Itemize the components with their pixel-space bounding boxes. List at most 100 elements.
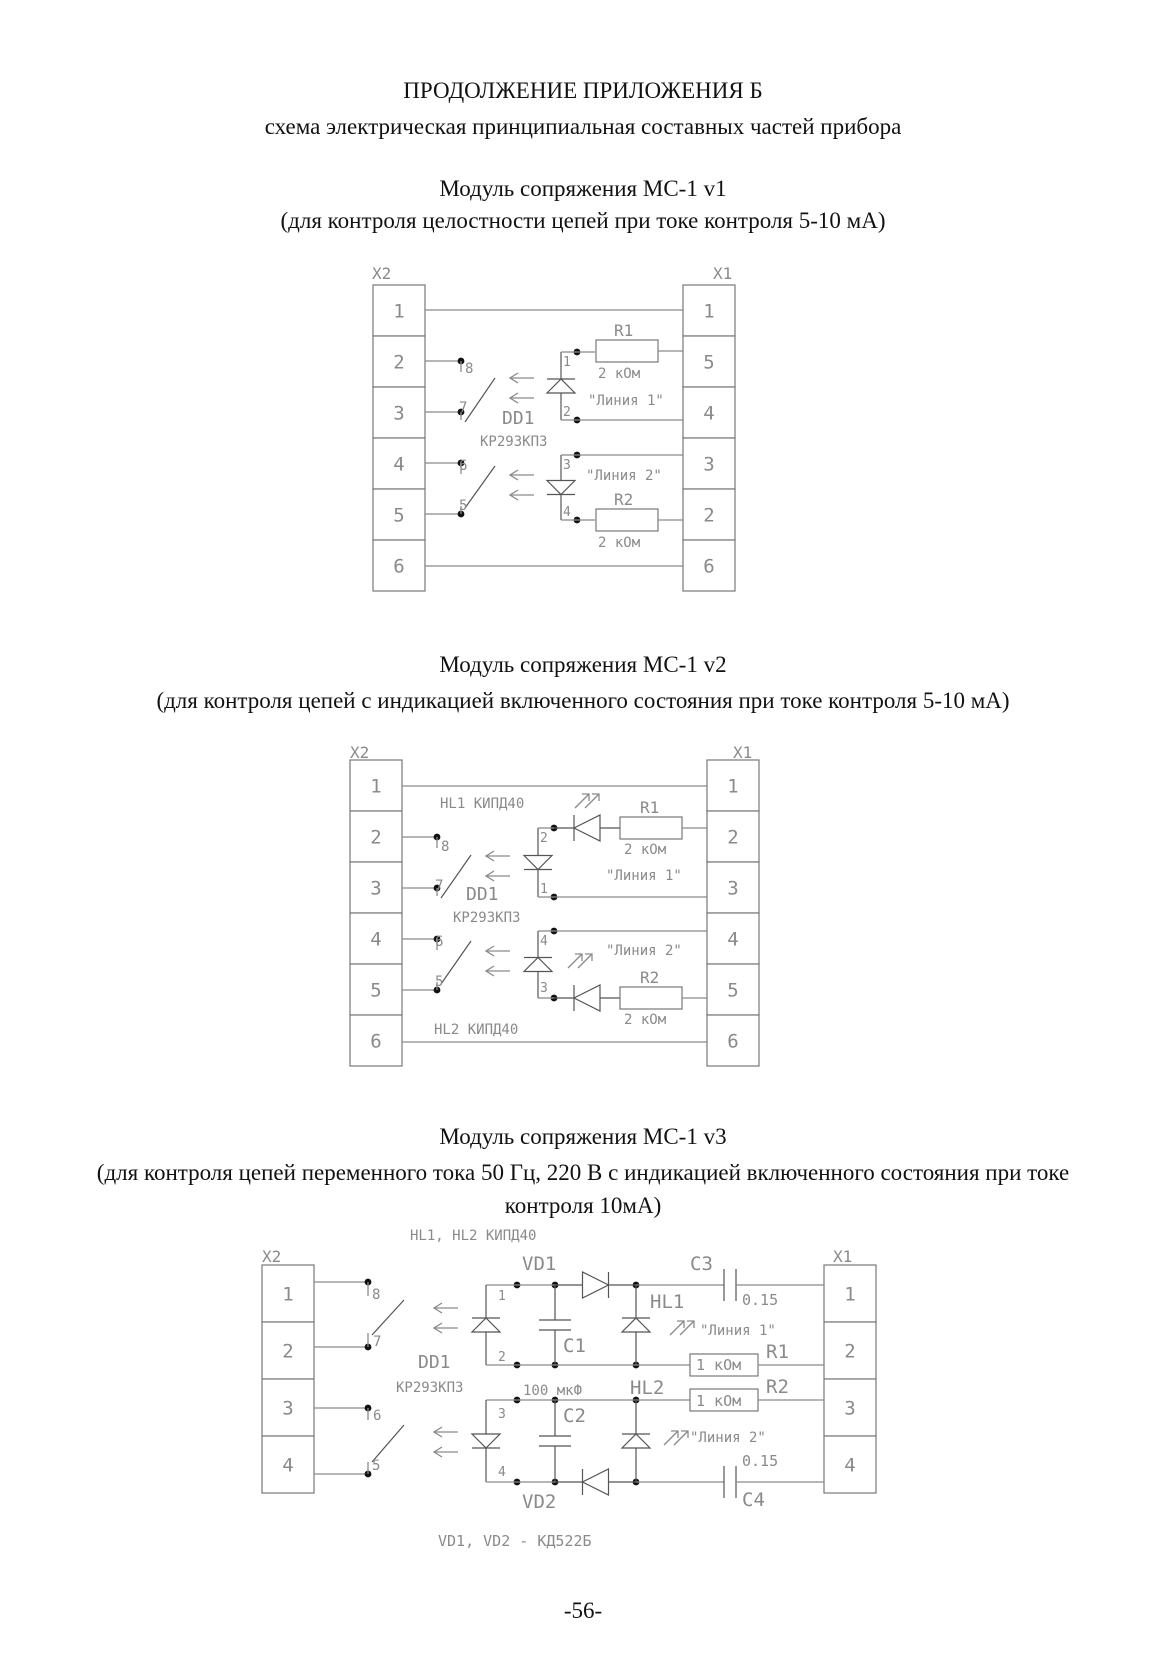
x2-connector-pin-box	[372, 488, 426, 541]
ic-pin-6: 6	[373, 1408, 381, 1424]
vd2-label: VD2	[522, 1491, 556, 1513]
relay-switch-contact	[440, 854, 472, 899]
x1-connector-pin-box	[682, 386, 736, 439]
optocoupler-arrows	[508, 489, 519, 501]
x1-connector-pin-box	[706, 912, 760, 965]
page-title: ПРОДОЛЖЕНИЕ ПРИЛОЖЕНИЯ Б	[403, 78, 763, 103]
x1-connector-pin-label: 4	[727, 929, 738, 951]
led-hl1-rays	[677, 1320, 685, 1328]
ic-type: КР293КП3	[480, 434, 547, 450]
x1-connector-pin-label: 1	[727, 776, 738, 798]
x2-connector-label: X2	[262, 1247, 281, 1266]
ic-name-dd1: DD1	[466, 884, 499, 905]
c3-label: C3	[690, 1253, 713, 1275]
led-hl2	[572, 984, 601, 1012]
x1-connector-label: X1	[733, 743, 752, 762]
line-1-label: "Линия 1"	[700, 1323, 776, 1339]
x1-connector-pin-label: 1	[703, 301, 714, 323]
x2-connector-pin-box	[349, 1014, 403, 1067]
section-2-title: Модуль сопряжения МС-1 v2	[439, 652, 727, 677]
section-3-title: Модуль сопряжения МС-1 v3	[439, 1124, 727, 1149]
page-subtitle: схема электрическая принципиальная соста…	[264, 114, 902, 139]
x1-connector-pin-label: 4	[703, 403, 714, 425]
ic-pin-2: 2	[563, 405, 571, 420]
x2-connector-pin-label: 1	[370, 776, 381, 798]
r2-value: 2 кОм	[624, 1012, 667, 1028]
ic-pin-4: 4	[540, 934, 548, 949]
x1-connector-pin-box	[823, 1321, 877, 1380]
line-1-label: "Линия 1"	[588, 393, 664, 409]
x2-connector-pin-box	[261, 1321, 315, 1380]
diode-vd1	[581, 1271, 610, 1299]
r1-value: 1 кОм	[696, 1356, 741, 1374]
led-hl2-rays	[663, 1430, 679, 1446]
x1-connector-pin-label: 2	[727, 827, 738, 849]
optocoupler-led-2	[545, 479, 577, 496]
optocoupler-arrows	[508, 469, 519, 481]
x1-connector-pin-label: 4	[844, 1455, 855, 1477]
ic-pin-4: 4	[498, 1465, 506, 1480]
r1-value: 2 кОм	[598, 366, 641, 382]
ic-pin-8: 8	[465, 361, 473, 377]
led-hl2-rays	[567, 953, 583, 969]
x1-connector-pin-box	[823, 1264, 877, 1323]
led-hl1-rays	[584, 793, 600, 809]
r2-label: R2	[640, 968, 659, 987]
diode-type-note: VD1, VD2 - КД522Б	[438, 1532, 592, 1550]
ic-pin-1: 1	[540, 882, 548, 897]
x1-connector-pin-label: 3	[703, 454, 714, 476]
x2-connector-pin-label: 2	[370, 827, 381, 849]
optocoupler-arrows	[432, 1322, 443, 1334]
ic-pin-7: 7	[459, 400, 467, 416]
x2-connector-label: X2	[372, 264, 391, 283]
x1-connector-pin-box	[823, 1378, 877, 1437]
x2-connector-pin-label: 4	[370, 929, 381, 951]
hl1-label: HL1	[650, 1291, 684, 1313]
vd1-label: VD1	[522, 1253, 556, 1275]
ic-type: КР293КП3	[396, 1380, 463, 1396]
hl2-label: HL2	[630, 1377, 664, 1399]
c2-label: C2	[563, 1405, 586, 1427]
ic-pin-5: 5	[435, 974, 443, 990]
optocoupler-led-2	[522, 956, 554, 973]
x2-connector-label: X2	[350, 743, 369, 762]
relay-switch-contact	[371, 1424, 405, 1463]
led-hl2-rays	[671, 1430, 679, 1438]
relay-switch-contact	[464, 377, 496, 423]
ic-pin-7: 7	[373, 1334, 381, 1350]
x2-connector-pin-label: 2	[282, 1341, 293, 1363]
resistor-r1	[619, 816, 683, 840]
x1-connector-pin-label: 6	[703, 556, 714, 578]
optocoupler-arrows	[508, 392, 519, 404]
optocoupler-arrows	[484, 850, 495, 862]
led-hl2-rays	[681, 1430, 689, 1438]
optocoupler-arrows	[432, 1446, 443, 1458]
ic-pin-5: 5	[372, 1458, 380, 1474]
ic-pin-5: 5	[459, 498, 467, 514]
page-number: -56-	[563, 1598, 603, 1623]
led-hl1-rays	[592, 793, 600, 801]
led-hl1	[620, 1317, 652, 1333]
x1-connector-pin-box	[682, 437, 736, 490]
led-hl1-rays	[574, 793, 590, 809]
section-1-title: Модуль сопряжения МС-1 v1	[439, 176, 727, 201]
x2-connector-pin-box	[261, 1435, 315, 1494]
r2-label: R2	[614, 490, 633, 509]
r2-value: 2 кОм	[598, 535, 641, 551]
x1-connector-pin-label: 1	[844, 1284, 855, 1306]
resistor-r2	[595, 508, 659, 532]
r1-value: 2 кОм	[624, 842, 667, 858]
r2-label: R2	[766, 1376, 789, 1398]
optocoupler-arrows	[508, 372, 519, 384]
ic-pin-3: 3	[540, 981, 548, 996]
led-hl1	[572, 814, 601, 842]
x2-connector-pin-label: 3	[393, 403, 404, 425]
section-3-description: (для контроля цепей переменного тока 50 …	[96, 1160, 1070, 1218]
x2-connector-pin-label: 4	[393, 454, 404, 476]
line-2-label: "Линия 2"	[606, 943, 682, 959]
ic-pin-7: 7	[435, 878, 443, 894]
optocoupler-arrows	[432, 1302, 443, 1314]
x1-connector-label: X1	[833, 1247, 852, 1266]
optocoupler-arrows	[484, 945, 495, 957]
